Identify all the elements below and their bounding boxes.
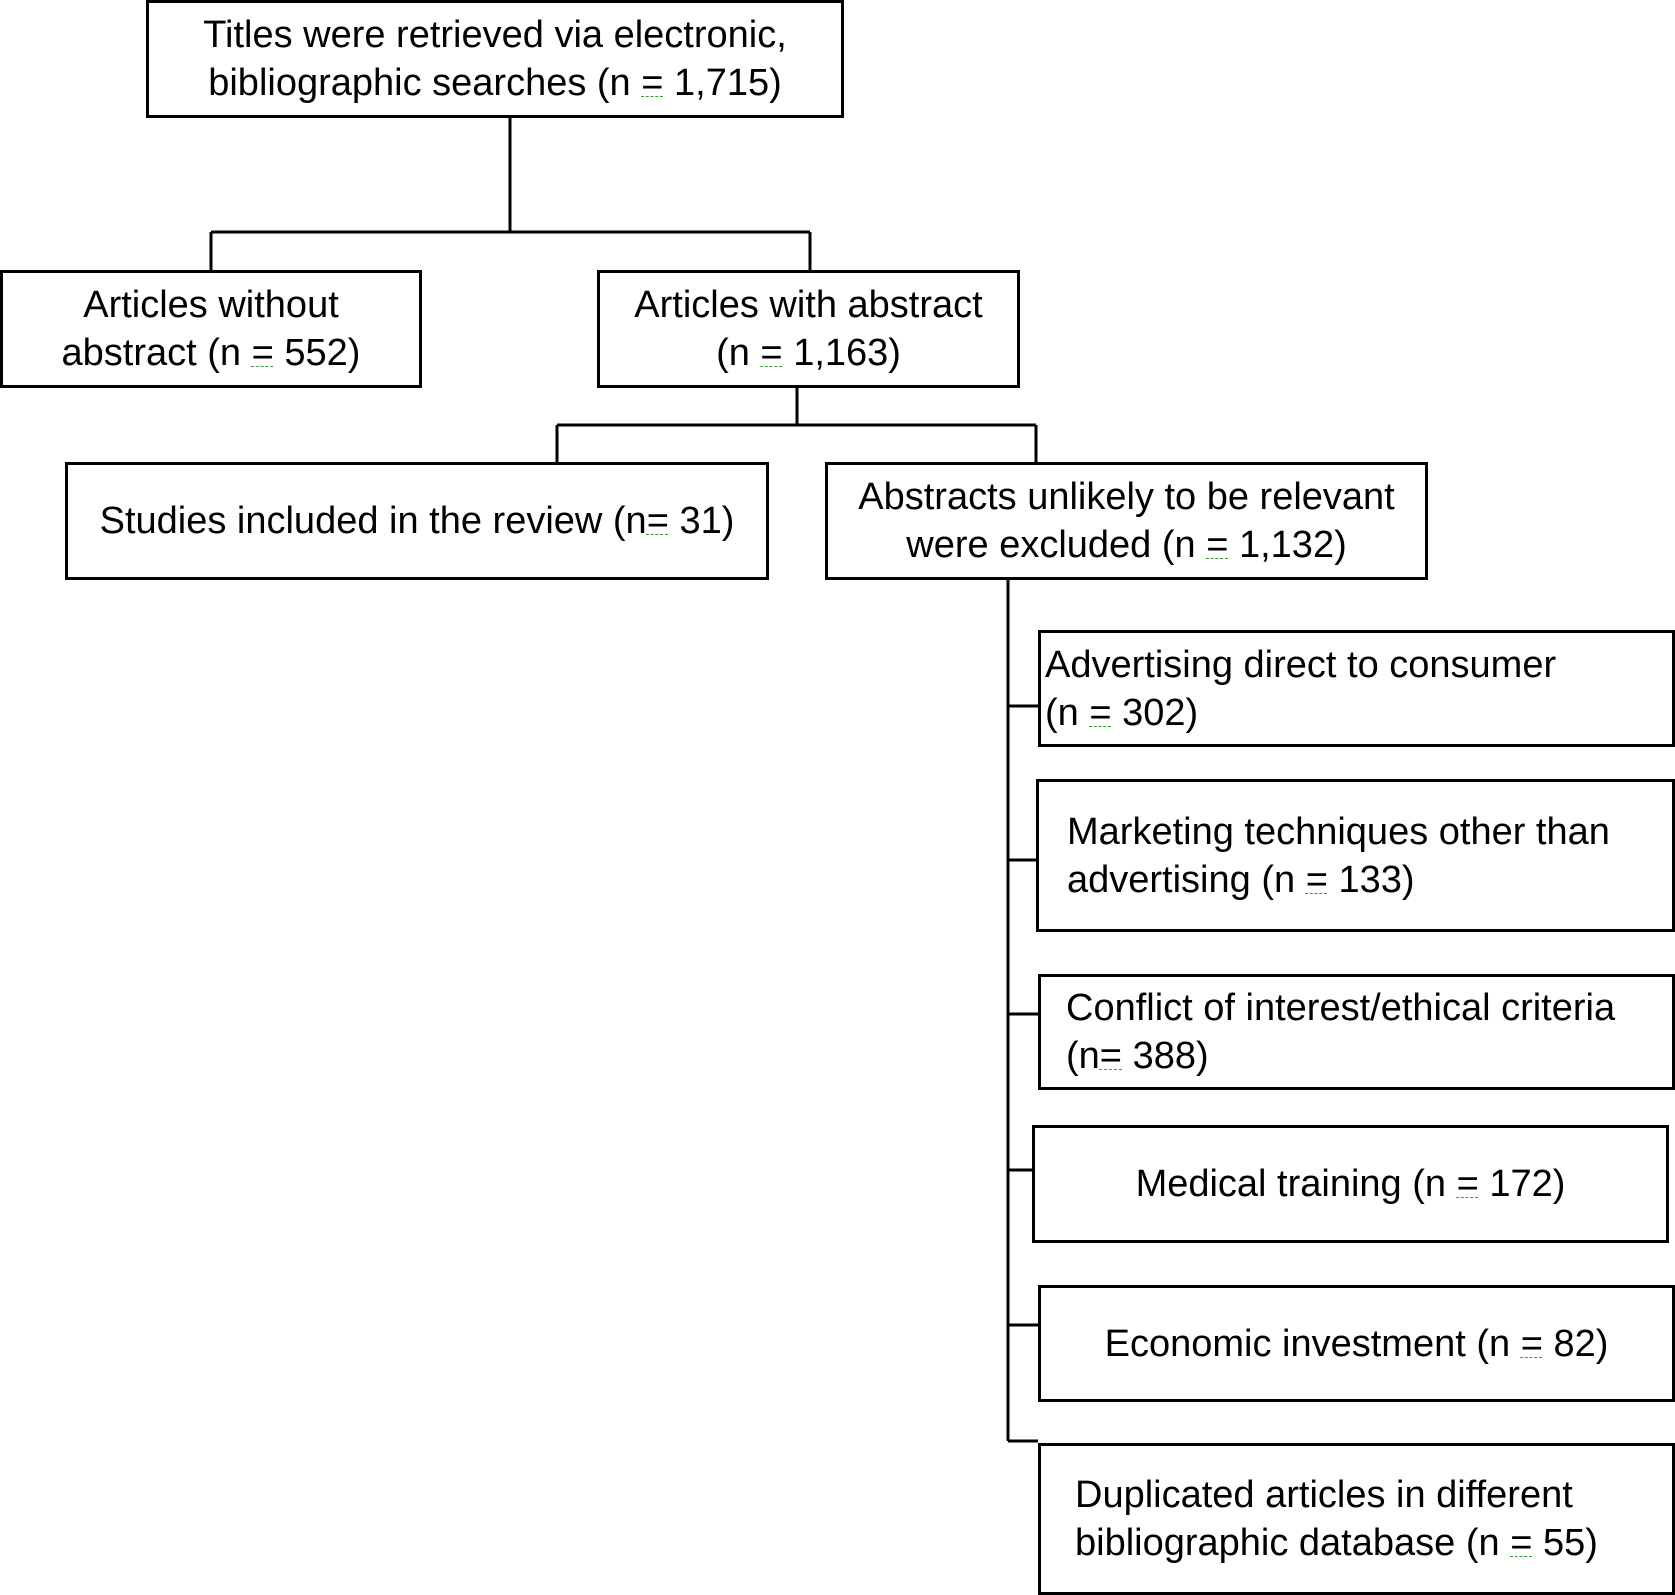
node-duplicated-eq: = [1510,1522,1533,1564]
node-included-line1-post: 31) [679,500,735,542]
node-excluded-line2-post: 1,132) [1238,524,1347,566]
node-conflict-line2-post: 388) [1132,1035,1209,1077]
node-titles-line1: Titles were retrieved via electronic, [203,14,787,56]
node-articles-without-abstract: Articles without abstract (n = 552) [0,270,422,388]
node-with-abstract-line2-pre: (n [716,332,750,374]
node-duplicated-line1: Duplicated articles in different [1075,1474,1573,1516]
node-economic-investment: Economic investment (n = 82) [1038,1285,1675,1402]
node-titles-eq: = [641,62,664,104]
node-with-abstract-line2-post: 1,163) [793,332,901,374]
node-conflict-line2-pre: (n [1066,1035,1100,1077]
node-advertising-direct: Advertising direct to consumer (n = 302) [1038,630,1675,747]
node-excluded-line2-pre: were excluded (n [906,524,1196,566]
node-economic-line1-pre: Economic investment (n [1104,1322,1511,1365]
node-duplicated-line2-post: 55) [1542,1522,1598,1564]
node-advertising-line2-post: 302) [1122,691,1199,734]
node-marketing-line2-pre: advertising (n [1067,858,1296,901]
node-with-abstract-eq: = [760,332,783,374]
node-titles-line2-post: 1,715) [674,62,782,104]
node-economic-eq: = [1520,1322,1543,1365]
node-with-abstract-line1: Articles with abstract [634,284,983,326]
node-abstracts-excluded: Abstracts unlikely to be relevant were e… [825,462,1428,580]
node-marketing-eq: = [1305,858,1328,901]
node-duplicated-articles: Duplicated articles in different bibliog… [1038,1443,1675,1595]
node-included-eq: = [646,500,669,542]
node-no-abstract-line2-pre: abstract (n [61,332,242,374]
node-advertising-line2-pre: (n [1045,691,1079,734]
node-medical-line1-pre: Medical training (n [1135,1163,1447,1205]
node-duplicated-line2-pre: bibliographic database (n [1075,1522,1500,1564]
node-marketing-techniques: Marketing techniques other than advertis… [1036,779,1675,932]
node-marketing-line1: Marketing techniques other than [1067,810,1610,853]
node-marketing-line2-post: 133) [1338,858,1415,901]
node-medical-eq: = [1456,1163,1479,1205]
node-studies-included: Studies included in the review (n= 31) [65,462,769,580]
node-excluded-eq: = [1206,524,1229,566]
node-advertising-line1: Advertising direct to consumer [1045,643,1557,686]
node-articles-with-abstract: Articles with abstract (n = 1,163) [597,270,1020,388]
node-conflict-of-interest: Conflict of interest/ethical criteria (n… [1038,974,1675,1090]
node-medical-line1-post: 172) [1489,1163,1566,1205]
node-titles-line2-pre: bibliographic searches (n [208,62,631,104]
node-no-abstract-line2-post: 552) [284,332,361,374]
node-economic-line1-post: 82) [1553,1322,1609,1365]
node-titles-retrieved: Titles were retrieved via electronic, bi… [146,0,844,118]
node-conflict-line1: Conflict of interest/ethical criteria [1066,987,1616,1029]
node-excluded-line1: Abstracts unlikely to be relevant [858,476,1395,518]
node-conflict-eq: = [1099,1035,1122,1077]
node-no-abstract-eq: = [251,332,274,374]
node-included-line1-pre: Studies included in the review (n [99,500,647,542]
node-advertising-eq: = [1089,691,1112,734]
node-no-abstract-line1: Articles without [83,284,339,326]
node-medical-training: Medical training (n = 172) [1032,1125,1669,1243]
